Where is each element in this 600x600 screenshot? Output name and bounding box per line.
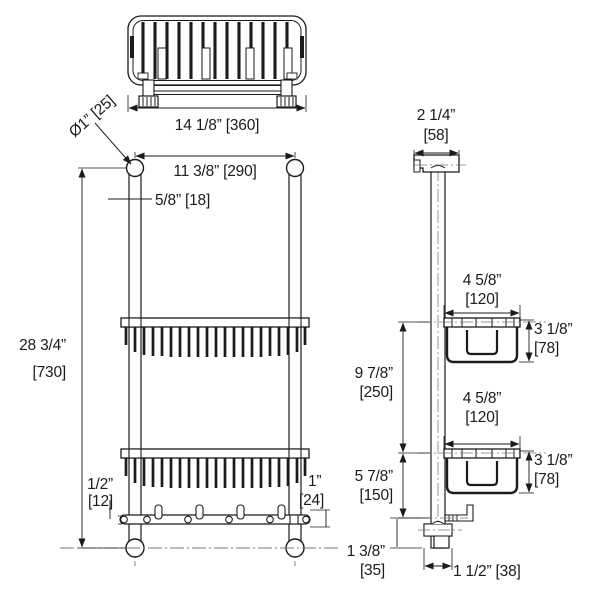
dim-hook-rail-imperial: 1” xyxy=(308,473,321,490)
lower-basket-joint-left xyxy=(128,448,142,459)
lower-basket-tines xyxy=(124,458,307,488)
dim-lower-basket-depth xyxy=(443,436,521,451)
side-view-upper-basket xyxy=(418,317,546,364)
dim-side-vertical-chain xyxy=(398,321,430,519)
lower-basket-rail xyxy=(120,448,310,459)
hook-rail-hooks xyxy=(154,504,286,520)
side-view-lower-basket-rail-segments xyxy=(451,449,515,458)
dim-upper-basket-depth xyxy=(443,305,521,320)
hook-rail-bar xyxy=(119,514,311,525)
dim-top-width-label: 14 1/8” [360] xyxy=(175,117,259,134)
lower-basket-joint-right xyxy=(288,448,302,459)
top-view-basket xyxy=(127,15,307,108)
dim-bottom-offset-imperial: 1/2” xyxy=(87,476,113,493)
dim-foot-width-label: 1 1/2” [38] xyxy=(453,563,521,580)
dim-mount-spacing xyxy=(134,152,296,160)
side-view-lower-basket-inner xyxy=(465,461,499,487)
front-view-hook-rail xyxy=(119,504,311,525)
side-view-lower-basket-rail xyxy=(443,448,521,459)
side-view-lower-basket xyxy=(418,448,546,495)
upper-basket-rail xyxy=(120,317,310,328)
dim-bottom-offset xyxy=(109,500,122,525)
front-view-upper-basket xyxy=(120,317,310,357)
hook-rail-joint-right xyxy=(289,514,299,525)
side-view-lower-basket-outer xyxy=(445,458,519,495)
side-view-upper-basket-inner xyxy=(465,330,499,356)
dim-mount-spacing-label: 11 3/8” [290] xyxy=(173,163,256,180)
dim-upper-basket-height-metric: [78] xyxy=(534,340,559,357)
dim-hook-rail-metric: [24] xyxy=(299,492,324,509)
side-view-upper-basket-rail xyxy=(443,317,521,328)
front-view-lower-basket xyxy=(120,448,310,488)
top-view-end-caps xyxy=(130,36,304,58)
dim-lower-basket-depth-metric: [120] xyxy=(465,409,498,426)
upper-basket-tines xyxy=(124,327,307,357)
dim-side-bracket-width xyxy=(413,149,460,158)
dim-lower-basket-depth-imperial: 4 5/8” xyxy=(463,390,501,407)
dim-post-diameter-label: Ø1” [25] xyxy=(66,92,118,141)
dim-bottom-offset-metric: [12] xyxy=(88,493,113,510)
post-cap-right-circle xyxy=(285,158,305,178)
dim-upper-span-imperial: 9 7/8” xyxy=(355,365,393,382)
front-view-posts xyxy=(128,167,302,551)
dim-side-bracket-width-imperial: 2 1/4” xyxy=(417,107,455,124)
front-view-post-left xyxy=(128,167,142,551)
dim-overall-height-metric: [730] xyxy=(33,364,66,381)
side-view-upper-basket-rail-segments xyxy=(451,318,515,327)
dim-upper-basket-depth-metric: [120] xyxy=(465,291,498,308)
upper-basket-joint-left xyxy=(128,317,142,328)
dim-foot-height-metric: [35] xyxy=(360,562,385,579)
dim-rail-offset-label: 5/8” [18] xyxy=(155,192,210,209)
hook-rail-end-circles xyxy=(120,515,310,524)
dim-foot-height xyxy=(390,517,422,549)
dim-foot-width xyxy=(423,548,453,570)
dim-lower-basket-height-metric: [78] xyxy=(534,471,559,488)
leader-post-diameter xyxy=(94,122,132,165)
upper-basket-joint-right xyxy=(288,317,302,328)
top-view-mount-rail xyxy=(142,85,292,95)
dim-lower-span-imperial: 5 7/8” xyxy=(355,468,393,485)
dim-side-bracket-width-metric: [58] xyxy=(423,127,448,144)
dim-upper-basket-height xyxy=(519,319,534,363)
side-view-top-bracket xyxy=(413,154,466,173)
dim-foot-height-imperial: 1 3/8” xyxy=(347,543,385,560)
dim-overall-height xyxy=(78,167,126,549)
dim-overall-height-imperial: 28 3/4” xyxy=(19,337,66,354)
dim-top-width xyxy=(127,95,307,112)
dim-lower-basket-height-imperial: 3 1/8” xyxy=(534,452,572,469)
dim-lower-span-metric: [150] xyxy=(360,487,393,504)
top-view-tabs xyxy=(157,47,293,80)
side-view-upper-basket-outer xyxy=(445,327,519,364)
side-view-post xyxy=(430,167,446,549)
dim-hook-rail xyxy=(310,509,330,528)
dim-upper-span-metric: [250] xyxy=(360,384,393,401)
dim-upper-basket-height-imperial: 3 1/8” xyxy=(534,321,572,338)
dim-lower-basket-height xyxy=(519,450,534,494)
top-view-end-notches xyxy=(137,72,298,80)
dim-upper-basket-depth-imperial: 4 5/8” xyxy=(463,272,501,289)
top-view-wire-bars xyxy=(141,22,289,79)
side-view-foot-bracket xyxy=(418,521,462,549)
